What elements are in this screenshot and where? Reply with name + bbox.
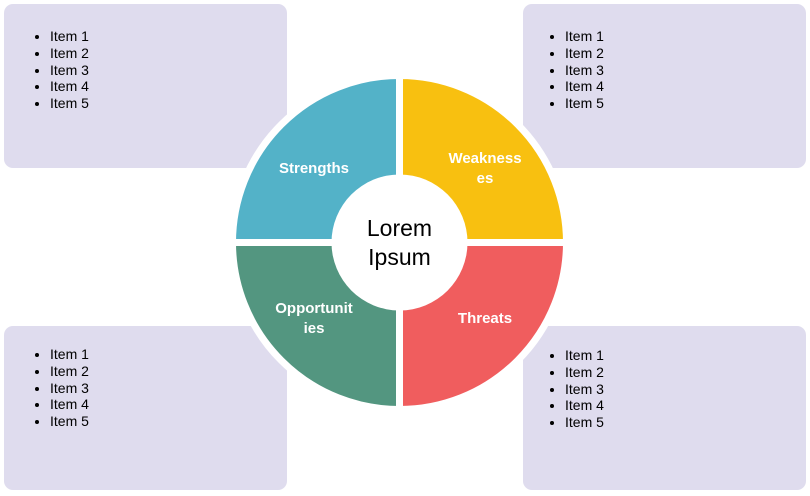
opportunities-label-line2: ies (304, 320, 325, 337)
list-item: Item 4 (565, 78, 604, 95)
list-item: Item 3 (50, 62, 89, 79)
list-item: Item 2 (50, 363, 89, 380)
list-item: Item 4 (565, 397, 604, 414)
center-label-line1: Lorem (367, 215, 432, 241)
item-list: Item 1 Item 2 Item 3 Item 4 Item 5 (50, 28, 89, 112)
item-list: Item 1 Item 2 Item 3 Item 4 Item 5 (565, 28, 604, 112)
list-item: Item 5 (50, 413, 89, 430)
weaknesses-label-line2: es (477, 170, 494, 187)
list-item: Item 5 (50, 95, 89, 112)
list-item: Item 5 (565, 95, 604, 112)
item-box-bottom-left: Item 1 Item 2 Item 3 Item 4 Item 5 (4, 326, 287, 490)
list-item: Item 3 (50, 380, 89, 397)
list-item: Item 2 (565, 364, 604, 381)
list-item: Item 1 (565, 347, 604, 364)
list-item: Item 1 (50, 28, 89, 45)
item-box-top-right: Item 1 Item 2 Item 3 Item 4 Item 5 (523, 4, 806, 168)
list-item: Item 2 (50, 45, 89, 62)
list-item: Item 3 (565, 381, 604, 398)
list-item: Item 4 (50, 396, 89, 413)
opportunities-label-line1: Opportunit (275, 300, 352, 317)
item-list: Item 1 Item 2 Item 3 Item 4 Item 5 (565, 347, 604, 431)
threats-label: Threats (458, 310, 512, 327)
center-label-line2: Ipsum (368, 244, 431, 270)
list-item: Item 1 (50, 346, 89, 363)
item-box-top-left: Item 1 Item 2 Item 3 Item 4 Item 5 (4, 4, 287, 168)
item-box-bottom-right: Item 1 Item 2 Item 3 Item 4 Item 5 (523, 326, 806, 490)
list-item: Item 4 (50, 78, 89, 95)
weaknesses-label-line1: Weakness (448, 150, 521, 167)
list-item: Item 5 (565, 414, 604, 431)
list-item: Item 3 (565, 62, 604, 79)
list-item: Item 1 (565, 28, 604, 45)
center-circle (331, 174, 468, 311)
item-list: Item 1 Item 2 Item 3 Item 4 Item 5 (50, 346, 89, 430)
strengths-label: Strengths (279, 160, 349, 177)
list-item: Item 2 (565, 45, 604, 62)
